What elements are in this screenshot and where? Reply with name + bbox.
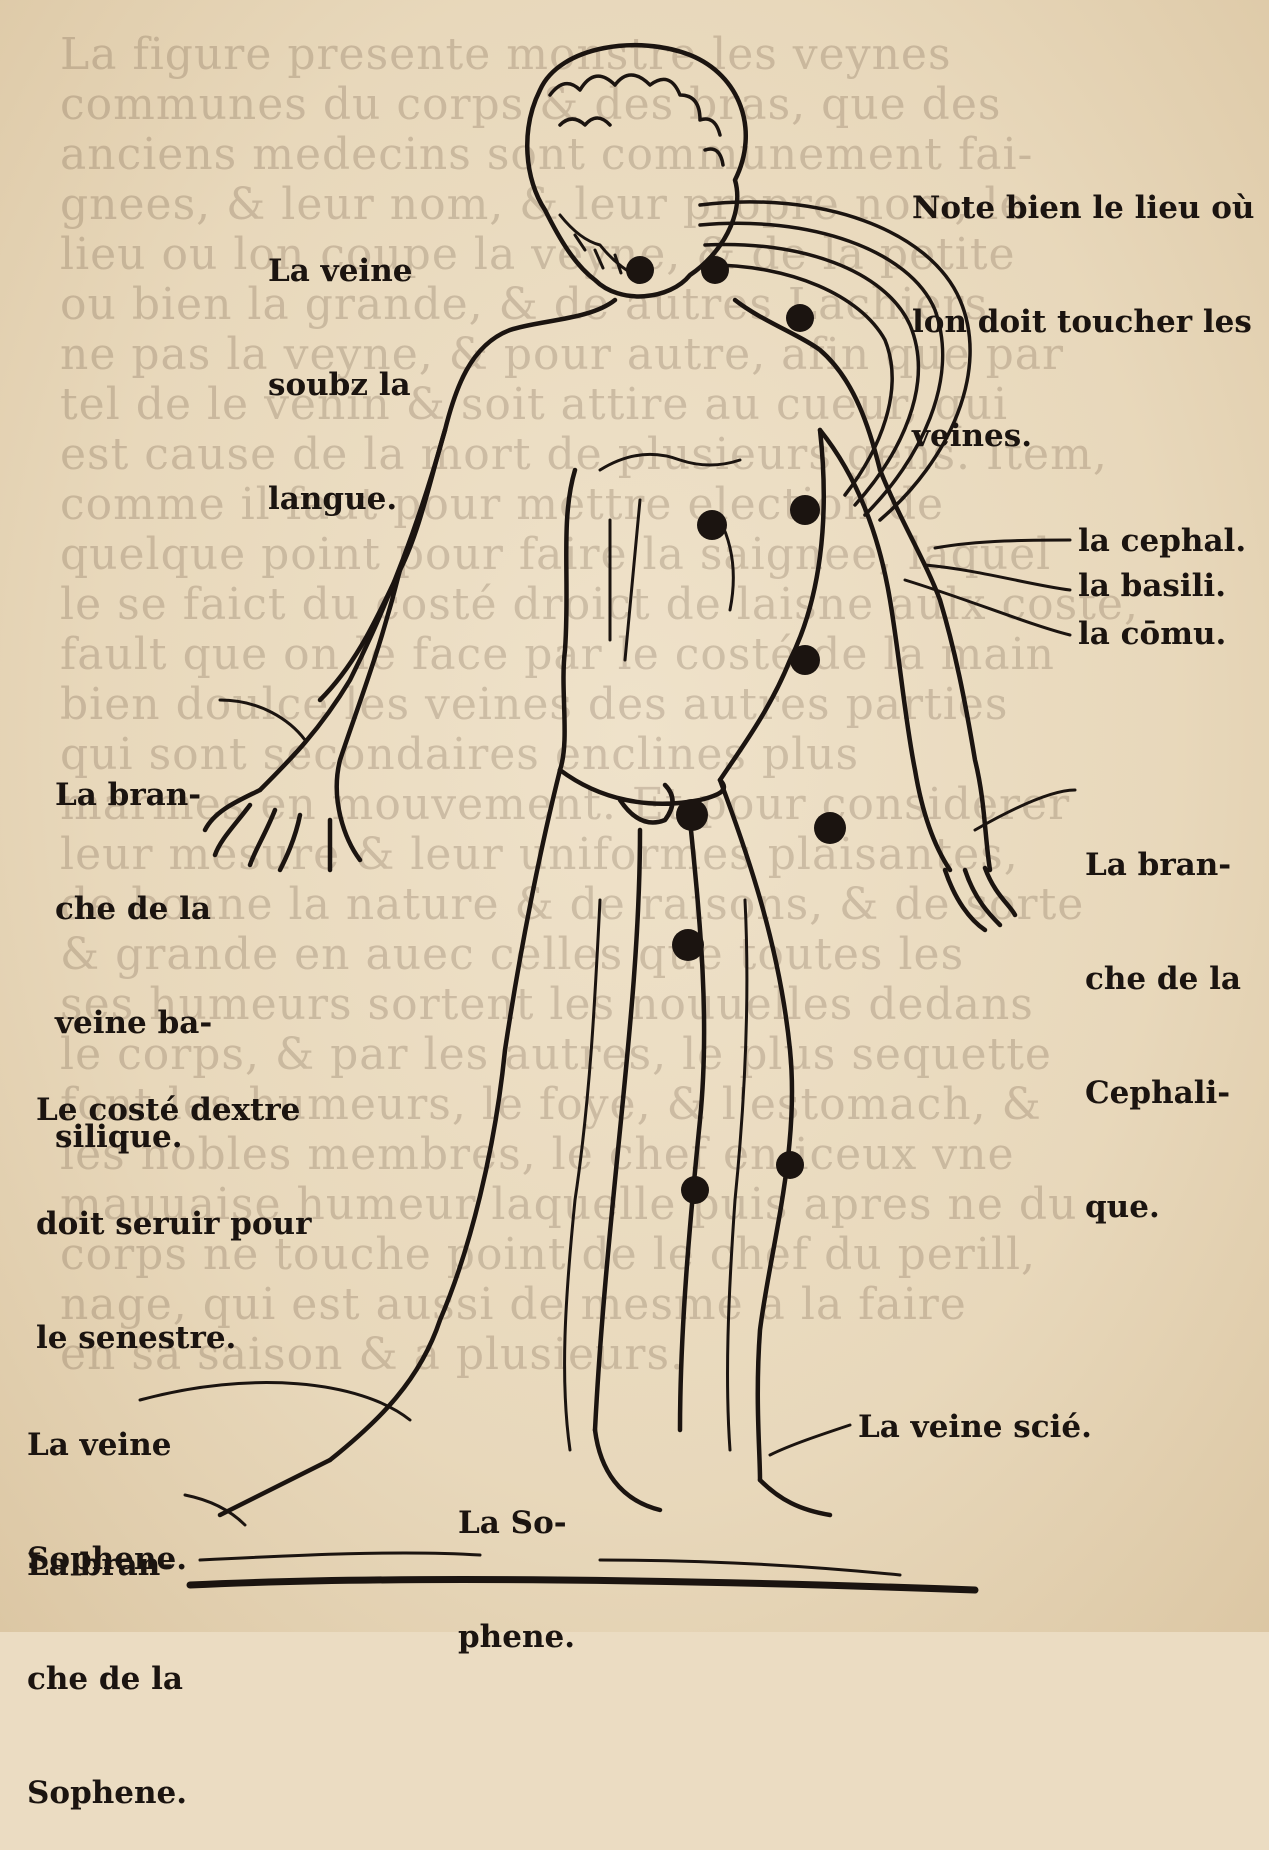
left-leg — [680, 780, 792, 1480]
bleeding-points — [626, 256, 846, 1204]
right-leg — [330, 770, 640, 1460]
label-line: che de la — [55, 890, 212, 928]
bleeding-point — [676, 799, 708, 831]
label-line: Sophene. — [27, 1774, 187, 1812]
label-line: lon doit toucher les — [912, 303, 1254, 341]
label-line: La bran- — [27, 1546, 187, 1584]
label-note-bien: Note bien le lieu où lon doit toucher le… — [912, 113, 1254, 493]
leader-line-basili — [925, 565, 1070, 590]
label-line: La veine — [27, 1426, 187, 1464]
label-basili: la basili. — [1078, 567, 1226, 605]
label-branche-sophene: La bran- che de la Sophene. — [27, 1470, 187, 1850]
label-line: langue. — [268, 480, 412, 518]
left-hand — [945, 868, 1015, 930]
bleeding-point — [672, 929, 704, 961]
leader-line-branche-sophene — [185, 1495, 245, 1525]
label-cephal: la cephal. — [1078, 522, 1246, 560]
right-hand — [205, 790, 330, 870]
bleeding-point — [790, 645, 820, 675]
bleeding-point — [681, 1176, 709, 1204]
bleeding-point — [790, 495, 820, 525]
chest-hatching — [600, 454, 740, 660]
ground-line — [190, 1580, 975, 1590]
label-coste-dextre: Le costé dextre doit seruir pour le sene… — [36, 1015, 311, 1395]
label-line: veines. — [912, 417, 1254, 455]
leader-line-branche-cephalique — [975, 790, 1075, 830]
label-comu: la cōmu. — [1078, 615, 1226, 653]
label-branche-cephalique: La bran- che de la Cephali- que. — [1085, 770, 1241, 1264]
label-line: che de la — [27, 1660, 187, 1698]
leg-veins — [565, 900, 747, 1450]
leader-line-veine-scie — [770, 1425, 850, 1455]
label-line: doit seruir pour — [36, 1205, 311, 1243]
bleeding-point — [786, 304, 814, 332]
label-veine-scie: La veine scié. — [858, 1408, 1092, 1446]
label-line: Le costé dextre — [36, 1091, 311, 1129]
label-la-sophene: La So- phene. — [458, 1428, 575, 1694]
label-line: soubz la — [268, 366, 412, 404]
bleeding-point — [814, 812, 846, 844]
leader-line-comu — [905, 580, 1070, 635]
bleeding-point — [776, 1151, 804, 1179]
bleeding-point — [626, 256, 654, 284]
label-line: La bran- — [55, 776, 212, 814]
hair-curls — [550, 75, 723, 165]
label-veine-sous-langue: La veine soubz la langue. — [268, 176, 412, 556]
label-line: phene. — [458, 1618, 575, 1656]
leader-line-branche-basilique — [220, 700, 305, 740]
label-line: que. — [1085, 1188, 1241, 1226]
bleeding-point — [697, 510, 727, 540]
label-line: Cephali- — [1085, 1074, 1241, 1112]
leader-line-cephal — [935, 540, 1070, 548]
label-line: La veine — [268, 252, 412, 290]
label-line: La So- — [458, 1504, 575, 1542]
label-line: che de la — [1085, 960, 1241, 998]
label-line: La bran- — [1085, 846, 1241, 884]
label-line: Note bien le lieu où — [912, 189, 1254, 227]
bleeding-point — [701, 256, 729, 284]
